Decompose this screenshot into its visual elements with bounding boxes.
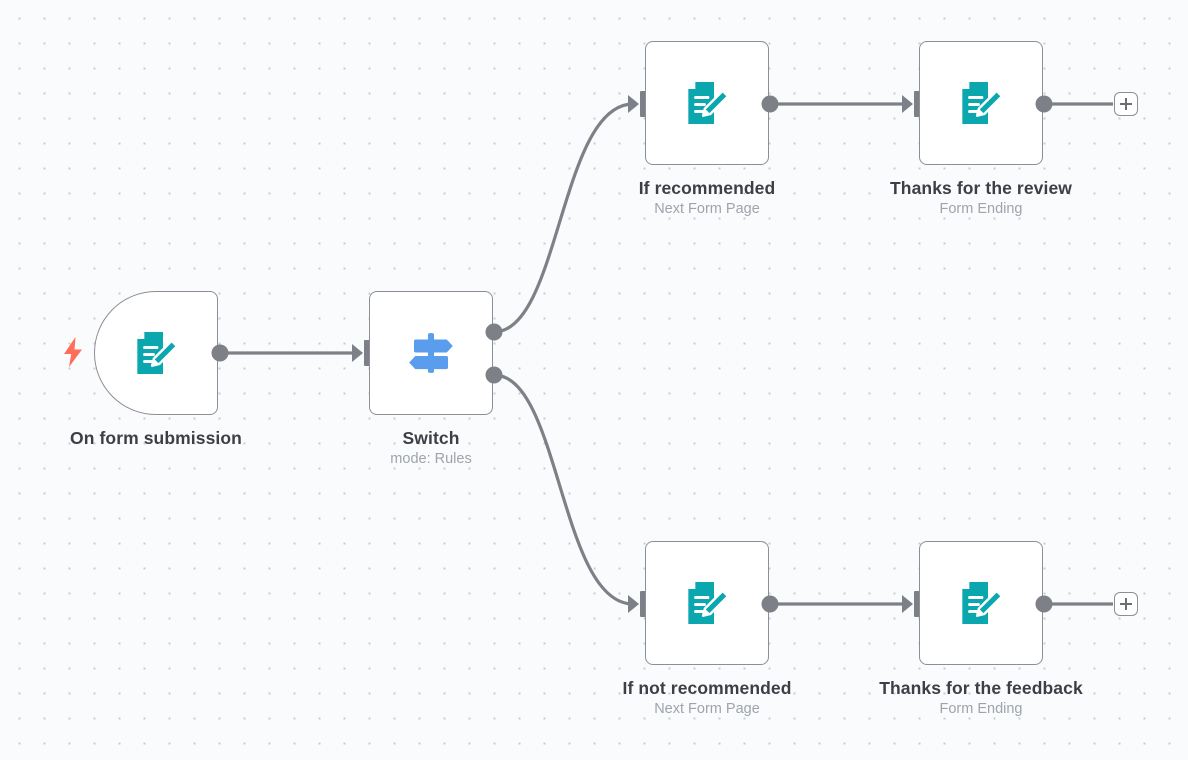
label-if-recommended: If recommended Next Form Page	[639, 178, 776, 219]
plus-icon	[1120, 98, 1132, 110]
output-dot-thanks-for-the-review[interactable]	[1035, 95, 1053, 113]
node-thanks-for-the-feedback[interactable]	[919, 541, 1043, 665]
input-arrow-thanks-for-the-review	[902, 95, 913, 113]
edge-switch0-to-if-recommended	[493, 102, 634, 334]
output-dot-if-not-recommended[interactable]	[761, 595, 779, 613]
input-arrow-thanks-for-the-feedback	[902, 595, 913, 613]
form-document-pencil-icon	[688, 82, 730, 124]
trigger-lightning-bolt-icon	[64, 337, 82, 367]
node-subtitle: Form Ending	[939, 201, 1023, 217]
output-dot-if-recommended[interactable]	[761, 95, 779, 113]
input-arrow-switch	[352, 344, 363, 362]
node-subtitle: Next Form Page	[654, 201, 760, 217]
node-if-not-recommended[interactable]	[645, 541, 769, 665]
node-on-form-submission[interactable]	[94, 291, 218, 415]
label-switch: Switch mode: Rules	[390, 428, 471, 469]
node-if-recommended[interactable]	[645, 41, 769, 165]
pencil-glyph	[701, 89, 730, 117]
pencil-glyph	[150, 339, 179, 367]
node-title: Thanks for the review	[889, 178, 1073, 198]
pencil-glyph	[975, 89, 1004, 117]
node-title: If recommended	[638, 178, 776, 198]
label-if-not-recommended: If not recommended Next Form Page	[622, 678, 791, 719]
form-document-pencil-icon	[137, 332, 179, 374]
node-subtitle: mode: Rules	[390, 451, 472, 467]
output-dot-switch-0[interactable]	[485, 323, 503, 341]
node-title: Thanks for the feedback	[879, 678, 1083, 698]
node-title: On form submission	[70, 428, 242, 448]
input-arrow-if-recommended	[628, 95, 639, 113]
node-subtitle: Next Form Page	[654, 701, 760, 717]
node-title: Switch	[402, 428, 460, 448]
form-document-pencil-icon	[688, 582, 730, 624]
node-thanks-for-the-review[interactable]	[919, 41, 1043, 165]
label-thanks-for-the-review: Thanks for the review Form Ending	[890, 178, 1072, 219]
output-dot-on-form-submission[interactable]	[211, 344, 229, 362]
output-dot-switch-1[interactable]	[485, 366, 503, 384]
node-subtitle: Form Ending	[939, 701, 1023, 717]
output-dot-thanks-for-the-feedback[interactable]	[1035, 595, 1053, 613]
input-arrow-if-not-recommended	[628, 595, 639, 613]
label-on-form-submission: On form submission	[70, 428, 242, 449]
add-node-button-bottom[interactable]	[1114, 592, 1138, 616]
form-document-pencil-icon	[962, 82, 1004, 124]
form-document-pencil-icon	[962, 582, 1004, 624]
pencil-glyph	[701, 589, 730, 617]
signpost-switch-icon	[409, 333, 453, 373]
node-title: If not recommended	[622, 678, 792, 698]
label-thanks-for-the-feedback: Thanks for the feedback Form Ending	[879, 678, 1083, 719]
plus-icon	[1120, 598, 1132, 610]
edge-switch1-to-if-not-recommended	[493, 373, 634, 606]
add-node-button-top[interactable]	[1114, 92, 1138, 116]
node-switch[interactable]	[369, 291, 493, 415]
pencil-glyph	[975, 589, 1004, 617]
